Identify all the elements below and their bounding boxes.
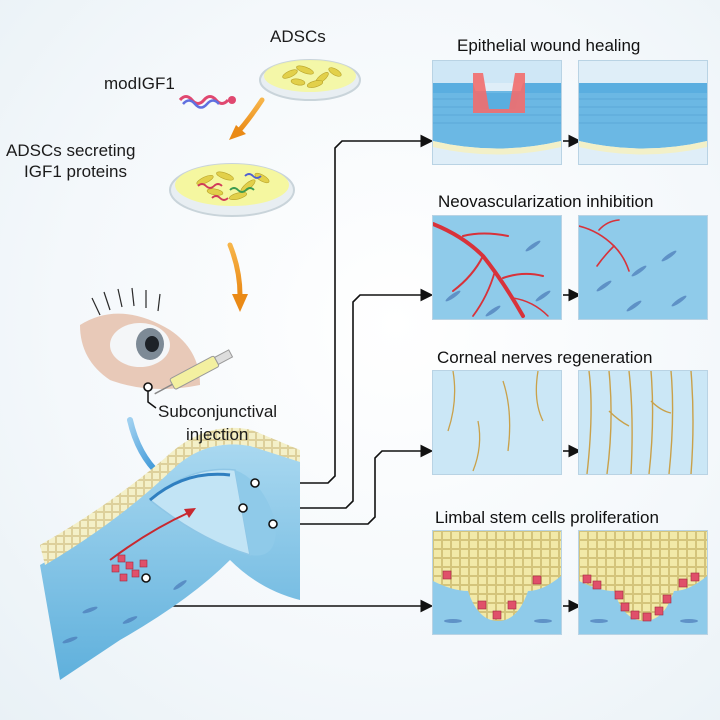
panel-stem-cells-after xyxy=(578,530,708,635)
injection-label-line1: Subconjunctival xyxy=(158,402,278,421)
secreting-label-line2: IGF1 proteins xyxy=(24,162,127,181)
outcome-title-stem-cells: Limbal stem cells proliferation xyxy=(435,508,659,527)
blue-arrow xyxy=(127,417,163,478)
connector-epithelium xyxy=(255,134,434,484)
panel-nerves-before xyxy=(432,370,562,475)
outcome-title-neovascularization: Neovascularization inhibition xyxy=(438,192,654,211)
orange-arrow-1 xyxy=(235,97,265,135)
panel-epithelial-after xyxy=(578,60,708,165)
injection-label-line2: injection xyxy=(186,425,249,444)
orange-arrow-2 xyxy=(227,242,243,298)
outcome-title-epithelial: Epithelial wound healing xyxy=(457,36,641,55)
panel-nerves-after xyxy=(578,370,708,475)
connector-nerves xyxy=(273,444,434,525)
modigf1-label: modIGF1 xyxy=(104,74,175,93)
panel-neovascularization-before xyxy=(432,215,562,320)
adscs-label: ADSCs xyxy=(270,27,326,46)
panel-neovascularization-after xyxy=(578,215,708,320)
secreting-label-line1: ADSCs secreting xyxy=(6,141,136,160)
panel-epithelial-before xyxy=(432,60,562,165)
connector-neovascularization xyxy=(243,288,434,509)
panel-stem-cells-before xyxy=(432,530,562,635)
outcome-title-nerves: Corneal nerves regeneration xyxy=(437,348,653,367)
connector-stem-cells xyxy=(145,577,434,613)
